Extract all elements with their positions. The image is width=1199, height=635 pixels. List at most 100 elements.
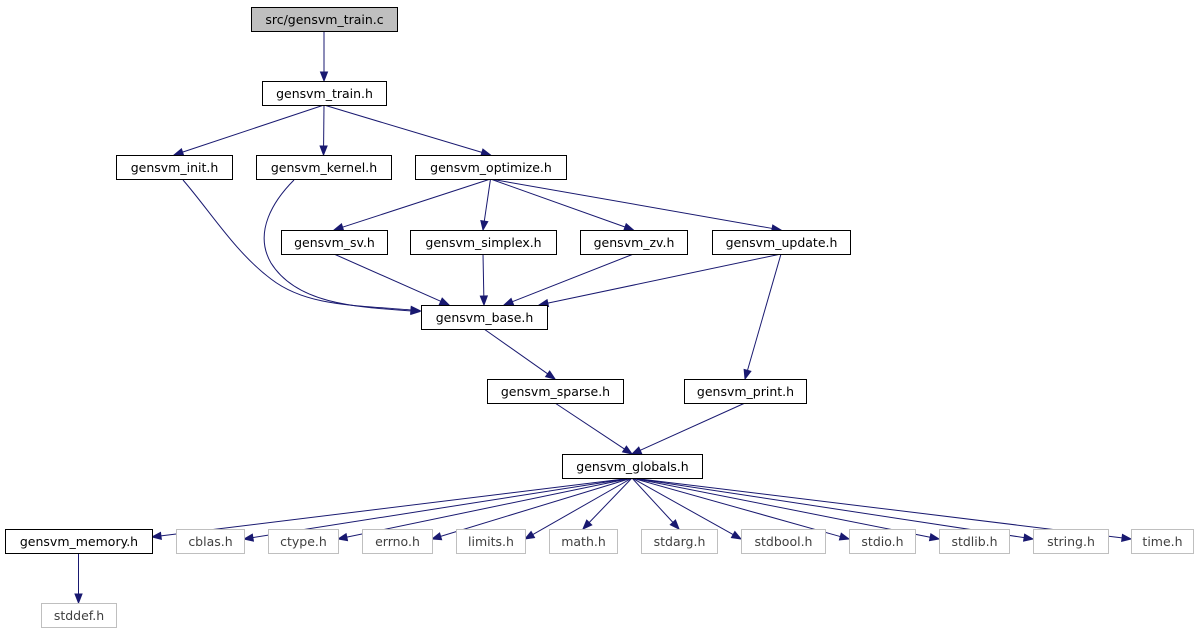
node-label: gensvm_simplex.h <box>425 235 541 250</box>
arrow-head <box>502 297 515 306</box>
node-box <box>5 529 153 554</box>
edge-kernel_h-to-base_h <box>263 179 422 316</box>
edge-line <box>483 178 491 222</box>
node-label: gensvm_print.h <box>697 384 794 399</box>
edge-line <box>631 477 931 538</box>
arrow-head <box>74 593 83 605</box>
node-box <box>268 529 339 554</box>
edge-line <box>182 179 413 311</box>
edge-line <box>482 253 485 297</box>
edge-globals_h-to-math_h <box>582 477 633 530</box>
node-update-h[interactable]: gensvm_update.h <box>712 230 851 255</box>
node-label: gensvm_optimize.h <box>430 160 552 175</box>
node-label: cblas.h <box>188 534 232 549</box>
node-sv-h[interactable]: gensvm_sv.h <box>281 230 388 255</box>
node-base-h[interactable]: gensvm_base.h <box>421 305 548 330</box>
node-memory-h[interactable]: gensvm_memory.h <box>5 529 153 554</box>
node-globals-h[interactable]: gensvm_globals.h <box>562 454 703 479</box>
edge-globals_h-to-stdarg_h <box>631 477 680 531</box>
arrow-head <box>150 531 162 541</box>
node-label: src/gensvm_train.c <box>265 12 383 27</box>
edge-update_h-to-base_h <box>537 253 782 308</box>
edge-line <box>639 402 746 451</box>
node-zv-h[interactable]: gensvm_zv.h <box>580 230 688 255</box>
edge-globals_h-to-stdbool_h <box>631 477 743 540</box>
node-optimize-h[interactable]: gensvm_optimize.h <box>415 155 567 180</box>
edge-train_h-to-kernel_h <box>319 104 328 157</box>
node-label: stdbool.h <box>755 534 813 549</box>
node-box <box>116 155 233 180</box>
arrow-head <box>480 219 489 232</box>
edge-line <box>346 477 633 538</box>
arrow-head <box>621 445 634 455</box>
node-ctype-h: ctype.h <box>268 529 339 554</box>
edge-line <box>483 328 548 375</box>
edge-globals_h-to-ctype_h <box>336 477 633 542</box>
arrow-head <box>730 530 743 540</box>
edge-simplex_h-to-base_h <box>479 253 489 307</box>
node-time-h: time.h <box>1131 529 1194 554</box>
edge-globals_h-to-stdio_h <box>631 477 851 541</box>
edge-globals_h-to-errno_h <box>430 477 633 541</box>
edge-line <box>182 104 325 153</box>
edge-line <box>323 104 483 153</box>
node-box <box>262 81 387 106</box>
arrow-head <box>928 532 941 542</box>
node-sparse-h[interactable]: gensvm_sparse.h <box>487 379 624 404</box>
node-root[interactable]: src/gensvm_train.c <box>251 7 398 32</box>
node-limits-h: limits.h <box>456 529 526 554</box>
edge-line <box>440 477 633 537</box>
node-errno-h: errno.h <box>362 529 433 554</box>
node-label: gensvm_globals.h <box>576 459 688 474</box>
edge-line <box>631 477 1123 539</box>
node-print-h[interactable]: gensvm_print.h <box>684 379 807 404</box>
edge-sv_h-to-base_h <box>333 253 451 306</box>
node-label: gensvm_sparse.h <box>501 384 610 399</box>
node-box <box>1131 529 1194 554</box>
edge-line <box>252 477 633 539</box>
edge-line <box>490 178 773 229</box>
edge-line <box>554 402 625 450</box>
node-stddef-h: stddef.h <box>41 603 117 628</box>
arrow-head <box>242 533 255 542</box>
node-box <box>41 603 117 628</box>
arrow-head <box>1121 533 1133 543</box>
node-kernel-h[interactable]: gensvm_kernel.h <box>256 155 392 180</box>
edge-memory_h-to-stddef_h <box>74 553 83 605</box>
node-box <box>549 529 618 554</box>
edge-sparse_h-to-globals_h <box>554 402 634 455</box>
node-box <box>421 305 548 330</box>
node-box <box>251 7 398 32</box>
node-label: stdlib.h <box>951 534 997 549</box>
edge-line <box>747 253 782 371</box>
node-box <box>939 529 1010 554</box>
node-stdbool-h: stdbool.h <box>741 529 826 554</box>
node-label: ctype.h <box>280 534 327 549</box>
node-label: errno.h <box>375 534 420 549</box>
edge-line <box>160 477 633 537</box>
arrow-head <box>479 295 489 307</box>
edge-line <box>631 477 674 523</box>
node-box <box>712 230 851 255</box>
node-box <box>281 230 388 255</box>
edge-line <box>263 179 413 312</box>
node-init-h[interactable]: gensvm_init.h <box>116 155 233 180</box>
edge-train_h-to-init_h <box>172 104 325 157</box>
node-box <box>849 529 916 554</box>
node-box <box>562 454 703 479</box>
arrow-head <box>332 223 345 232</box>
node-layer: src/gensvm_train.c gensvm_train.h gensvm_i… <box>5 7 1194 628</box>
arrow-head <box>630 446 643 455</box>
node-label: time.h <box>1142 534 1182 549</box>
node-simplex-h[interactable]: gensvm_simplex.h <box>410 230 557 255</box>
node-box <box>176 529 245 554</box>
edge-zv_h-to-base_h <box>502 253 634 306</box>
node-train-h[interactable]: gensvm_train.h <box>262 81 387 106</box>
node-box <box>362 529 433 554</box>
node-box <box>256 155 392 180</box>
arrow-head <box>430 532 443 541</box>
edge-update_h-to-print_h <box>743 253 782 381</box>
node-box <box>456 529 526 554</box>
edge-optimize_h-to-simplex_h <box>480 178 491 232</box>
node-box <box>741 529 826 554</box>
